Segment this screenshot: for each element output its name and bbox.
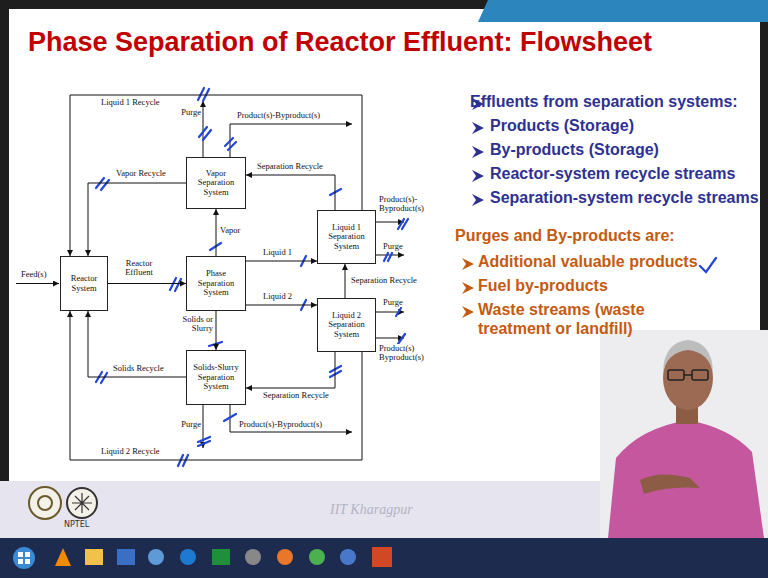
stream-label: Purge [382,242,404,251]
stream-label: Reactor Effluent [116,259,162,278]
section-heading: Purges and By-products are: [455,226,755,245]
stream-arrow [246,305,317,306]
stream-label: Purge [170,108,202,117]
stream-label: Purge [170,420,202,429]
stream-label: Product(s) Byproduct(s) [378,344,434,363]
stream-label: Separation Recycle [350,276,418,285]
bullet-item: By-products (Storage) [490,140,762,159]
taskbar-icons [13,547,392,569]
process-box: Reactor System [60,256,108,311]
bullet-item: Reactor-system recycle streams [490,164,762,183]
bullet-item: Fuel by-products [478,276,698,295]
process-box: Liquid 1 Separation System [317,210,376,264]
bullet-item: Additional valuable products [478,252,698,271]
stream-arrow [246,352,335,388]
box-label: Phase Separation System [189,269,243,297]
stream-label: Liquid 2 [262,292,293,301]
box-label: Liquid 2 Separation System [320,311,373,339]
box-label: Liquid 1 Separation System [320,223,373,251]
stream-arrow [246,175,335,210]
process-box: Liquid 2 Separation System [317,298,376,352]
stream-label: Purge [382,298,404,307]
stream-arrow [246,261,317,262]
bullet-item: Waste streams (waste treatment or landfi… [478,300,646,338]
stream-label: Separation Recycle [256,162,324,171]
stream-label: Feed(s) [20,270,48,279]
stream-label: Product(s)-Byproduct(s) [238,420,323,429]
taskbar [0,538,768,578]
stream-label: Separation Recycle [262,391,330,400]
bullet-item: Separation-system recycle streams [490,188,762,207]
stream-label: Product(s)- Byproduct(s) [378,195,434,214]
stream-label: Liquid 2 Recycle [100,447,161,456]
stream-label: Vapor [219,226,241,235]
stream-label: Solids or Slurry [166,315,214,334]
stream-arrow [216,209,217,256]
presenter-video [600,330,768,538]
slide-title: Phase Separation of Reactor Effluent: Fl… [28,27,652,58]
logo-text: NPTEL [64,521,89,530]
header-band [478,0,768,22]
stream-label: Vapor Recycle [115,169,167,178]
box-label: Reactor System [63,274,105,293]
stream-arrow [216,311,217,350]
process-box: Solids-Slurry Separation System [186,350,246,405]
nptel-logos [29,487,97,519]
watermark: IIT Kharagpur [330,502,413,517]
section-heading: Effluents from separation systems: [470,92,762,111]
stream-arrow [345,264,346,298]
stream-label: Product(s)-Byproduct(s) [236,111,321,120]
box-label: Vapor Separation System [189,169,243,197]
stream-label: Liquid 1 [262,248,293,257]
process-box: Vapor Separation System [186,157,246,209]
bullet-item: Products (Storage) [490,116,762,135]
stream-arrow [88,183,186,256]
stream-label: Solids Recycle [112,364,165,373]
stream-label: Liquid 1 Recycle [100,98,161,107]
stream-arrow [108,283,186,284]
process-box: Phase Separation System [186,256,246,311]
stream-stubs [16,101,404,448]
box-label: Solids-Slurry Separation System [189,363,243,391]
